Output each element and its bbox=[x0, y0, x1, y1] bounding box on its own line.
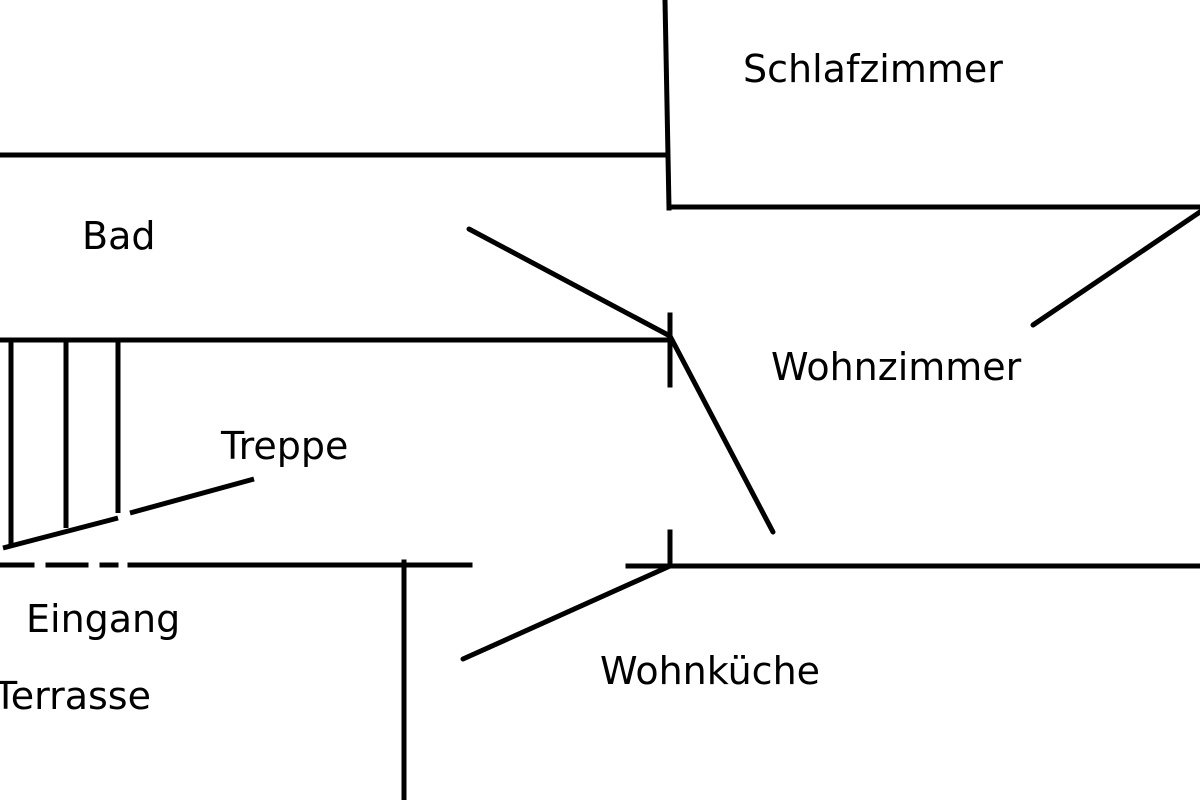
label-bathroom: Bad bbox=[82, 214, 155, 258]
door-bedroom-swing bbox=[1030, 209, 1200, 328]
label-living-room: Wohnzimmer bbox=[771, 345, 1022, 389]
door-living-swing bbox=[667, 333, 776, 535]
label-stairs: Treppe bbox=[220, 424, 348, 468]
label-terrace: Terrasse bbox=[0, 674, 151, 718]
stair-run-line-upper bbox=[129, 476, 255, 516]
door-swings bbox=[460, 209, 1200, 662]
room-labels: Schlafzimmer Bad Wohnzimmer Treppe Einga… bbox=[0, 47, 1022, 718]
door-bath-swing bbox=[466, 226, 673, 339]
label-entrance: Eingang bbox=[26, 597, 180, 641]
staircase bbox=[2, 340, 255, 551]
label-kitchen-living: Wohnküche bbox=[600, 649, 820, 693]
stair-run-line-lower bbox=[2, 515, 119, 551]
wall-bedroom-left bbox=[662, 0, 672, 211]
door-kitchen-swing bbox=[460, 563, 673, 662]
label-bedroom: Schlafzimmer bbox=[743, 47, 1003, 91]
